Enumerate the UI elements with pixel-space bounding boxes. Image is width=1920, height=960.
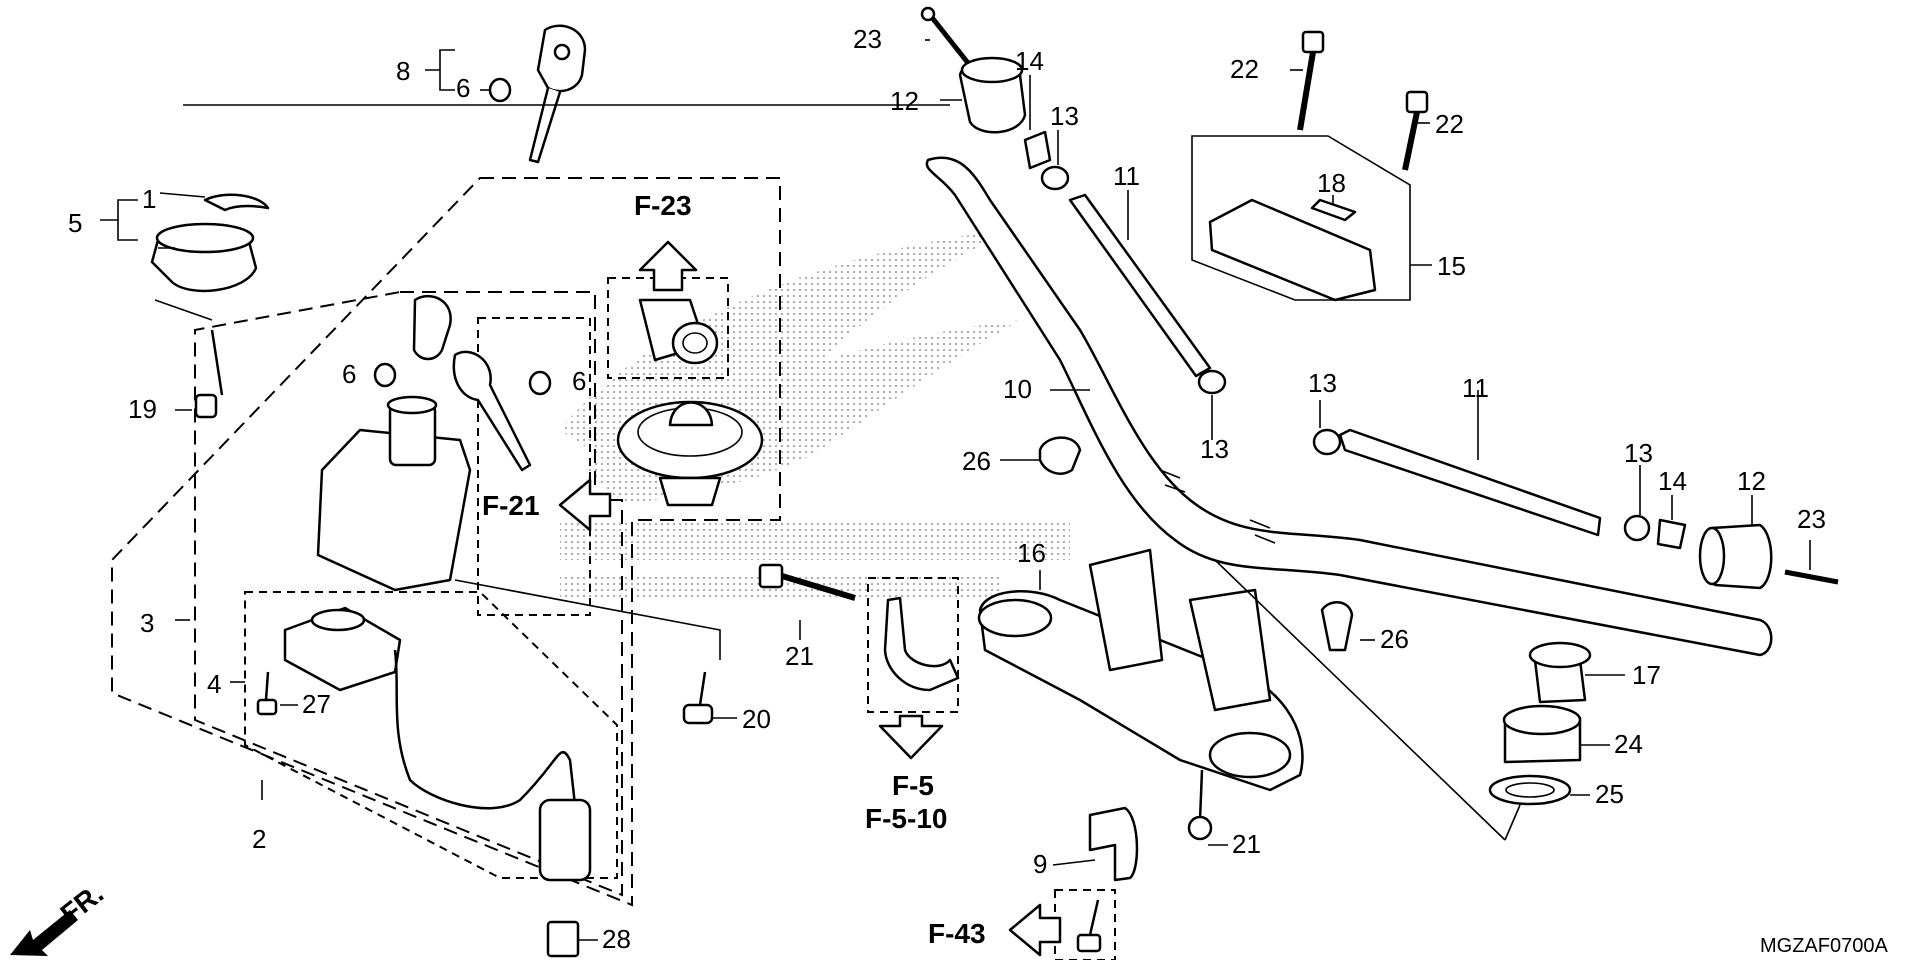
callout-13-mid: 13 <box>1200 434 1229 464</box>
nut-24 <box>1502 704 1582 764</box>
callout-27: 27 <box>302 689 331 719</box>
callout-16: 16 <box>1017 538 1046 568</box>
kit-outline-cylinder <box>477 317 591 616</box>
callout-17: 17 <box>1632 660 1661 690</box>
bracket-f5 <box>883 596 960 692</box>
nut-13-mid <box>1197 369 1227 395</box>
kit-outline-f5 <box>867 577 959 713</box>
bolt-21-right <box>1187 769 1213 841</box>
nut-13-right-a <box>1312 428 1342 456</box>
callout-18: 18 <box>1317 168 1346 198</box>
callout-12-top: 12 <box>890 86 919 116</box>
arrow-left-f21 <box>558 478 612 532</box>
nut-6-right <box>528 370 552 396</box>
collar-14-top <box>1023 130 1052 170</box>
callout-12-right: 12 <box>1737 466 1766 496</box>
clip-28 <box>546 920 580 958</box>
callout-15: 15 <box>1437 251 1466 281</box>
arrow-down-f5 <box>878 714 944 760</box>
callout-13-left: 13 <box>1308 368 1337 398</box>
circlip <box>203 193 270 212</box>
callout-11-right: 11 <box>1462 373 1489 403</box>
bolt-22-right <box>1402 90 1429 171</box>
fuel-cap <box>616 400 764 507</box>
bracket-9 <box>1088 806 1139 882</box>
callout-14-top: 14 <box>1015 46 1044 76</box>
kit-outline-4 <box>244 591 618 879</box>
nut-13-top <box>1040 165 1070 191</box>
arrow-up-f23 <box>638 240 698 292</box>
callout-5: 5 <box>68 208 82 238</box>
callout-20: 20 <box>742 704 771 734</box>
bolt-23-top <box>920 6 974 70</box>
callout-6-left: 6 <box>342 359 356 389</box>
steering-stem-16 <box>977 548 1304 792</box>
clip-26-right <box>1320 601 1354 652</box>
callout-14-right: 14 <box>1658 466 1687 496</box>
callout-1: 1 <box>142 184 156 214</box>
callout-25: 25 <box>1595 779 1624 809</box>
arrow-left-f43 <box>1008 903 1062 957</box>
handlebar-10 <box>925 156 1773 657</box>
collar-17 <box>1528 641 1592 704</box>
bar-end-weight-12-right <box>1698 523 1773 590</box>
ref-f5-10: F-5-10 <box>865 803 947 834</box>
callout-21-left: 21 <box>785 641 814 671</box>
callout-23-right: 23 <box>1797 504 1826 534</box>
callout-10: 10 <box>1003 374 1032 404</box>
bolt-23-right <box>1784 569 1839 585</box>
ref-f23: F-23 <box>634 190 692 221</box>
drawing-code: MGZAF0700A <box>1760 935 1888 957</box>
callout-2: 2 <box>252 824 266 854</box>
nut-6-top <box>488 77 512 103</box>
lock-cylinder <box>638 298 719 365</box>
collar-14-right <box>1656 518 1687 550</box>
callout-13-top: 13 <box>1050 101 1079 131</box>
ignition-switch <box>316 294 532 592</box>
rod-11-top <box>1068 193 1212 378</box>
callout-3: 3 <box>140 608 154 638</box>
callout-26-right: 26 <box>1380 624 1409 654</box>
callout-6-top: 6 <box>456 73 470 103</box>
screw-19 <box>194 329 224 419</box>
leader-lines <box>100 39 1811 941</box>
rod-11-right <box>1338 428 1602 537</box>
screw-f43 <box>1076 899 1102 953</box>
bolt-21-left <box>758 563 856 601</box>
callout-11-top: 11 <box>1113 161 1140 191</box>
callout-9: 9 <box>1033 849 1047 879</box>
callout-23-top: 23 <box>853 24 882 54</box>
ref-f43: F-43 <box>928 918 986 949</box>
kit-outline-2 <box>194 291 623 897</box>
clip-26-left <box>1038 436 1082 475</box>
top-bridge-15 <box>1208 198 1377 302</box>
kit-outline-3 <box>111 177 781 907</box>
callout-22-left: 22 <box>1230 54 1259 84</box>
callout-4: 4 <box>207 669 221 699</box>
screw-27 <box>256 671 278 716</box>
ref-f5: F-5 <box>892 770 934 801</box>
key-8 <box>528 24 587 164</box>
ref-f21: F-21 <box>482 490 540 521</box>
callout-8: 8 <box>396 56 410 86</box>
washer-25 <box>1488 774 1572 806</box>
switch-4 <box>283 606 592 882</box>
screw-20 <box>682 671 714 725</box>
nut-13-right-b <box>1623 514 1651 542</box>
callout-6-right: 6 <box>572 366 586 396</box>
nut-6-left <box>373 362 397 388</box>
callout-19: 19 <box>128 394 157 424</box>
bolt-22-left <box>1297 30 1325 131</box>
bar-end-weight-12-top <box>958 56 1027 134</box>
front-arrow-icon <box>10 910 78 956</box>
collar-5 <box>150 222 258 293</box>
callout-22-right: 22 <box>1435 109 1464 139</box>
callout-28: 28 <box>602 924 631 954</box>
callout-26-left: 26 <box>962 446 991 476</box>
callout-13-right: 13 <box>1624 438 1653 468</box>
callout-21-right: 21 <box>1232 829 1261 859</box>
callout-24: 24 <box>1614 729 1643 759</box>
kit-outline-15 <box>1191 135 1411 301</box>
